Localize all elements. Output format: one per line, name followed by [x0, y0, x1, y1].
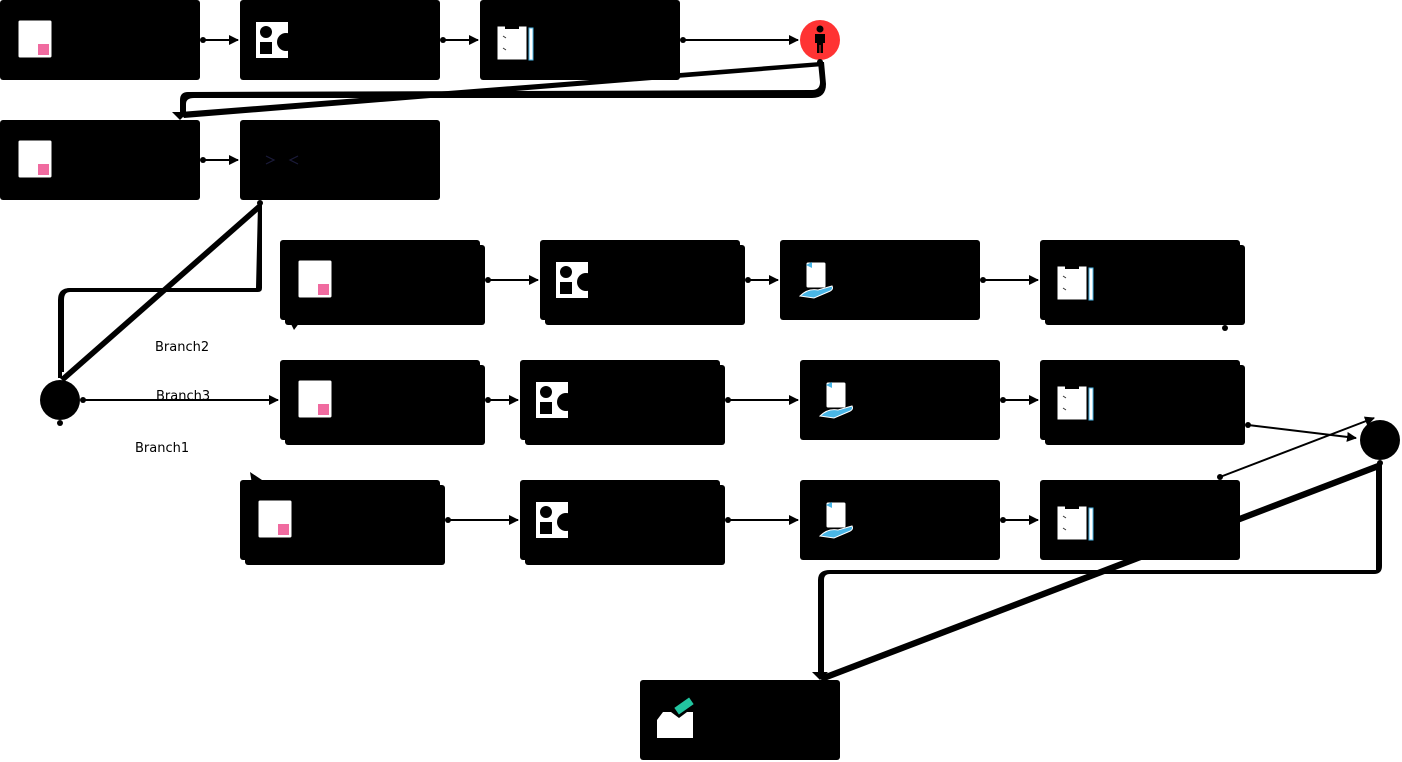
task-node[interactable] — [0, 120, 206, 200]
task-node[interactable] — [480, 0, 686, 80]
start-event[interactable] — [800, 20, 840, 65]
document-icon — [297, 379, 333, 419]
task-node-stacked[interactable] — [280, 360, 491, 445]
gateway-merge[interactable] — [1360, 420, 1400, 466]
document-icon — [257, 499, 293, 539]
task-node[interactable] — [780, 240, 986, 320]
task-node-stacked[interactable] — [540, 240, 751, 325]
task-node[interactable] — [1040, 474, 1240, 560]
document-icon — [17, 139, 53, 179]
branch-label: Branch1 — [135, 441, 189, 456]
task-node[interactable] — [240, 0, 446, 80]
task-node-final[interactable] — [640, 680, 840, 760]
task-node[interactable] — [800, 360, 1006, 440]
task-node-stacked[interactable] — [280, 240, 491, 330]
task-node-stacked[interactable] — [1040, 360, 1251, 445]
task-node-stacked[interactable] — [520, 480, 731, 565]
task-node[interactable] — [0, 0, 206, 80]
branch-label: Branch3 — [156, 389, 210, 404]
connectors — [83, 35, 1375, 525]
document-icon — [297, 259, 333, 299]
gateway-split[interactable] — [40, 380, 86, 426]
branch-label: Branch2 — [155, 340, 209, 355]
task-node[interactable] — [800, 480, 1006, 560]
person-icon — [815, 25, 825, 53]
task-node-stacked[interactable] — [1040, 240, 1245, 331]
task-node[interactable] — [240, 120, 440, 206]
document-icon — [17, 19, 53, 59]
task-node-stacked[interactable] — [240, 472, 451, 565]
task-node-stacked[interactable] — [520, 360, 731, 445]
